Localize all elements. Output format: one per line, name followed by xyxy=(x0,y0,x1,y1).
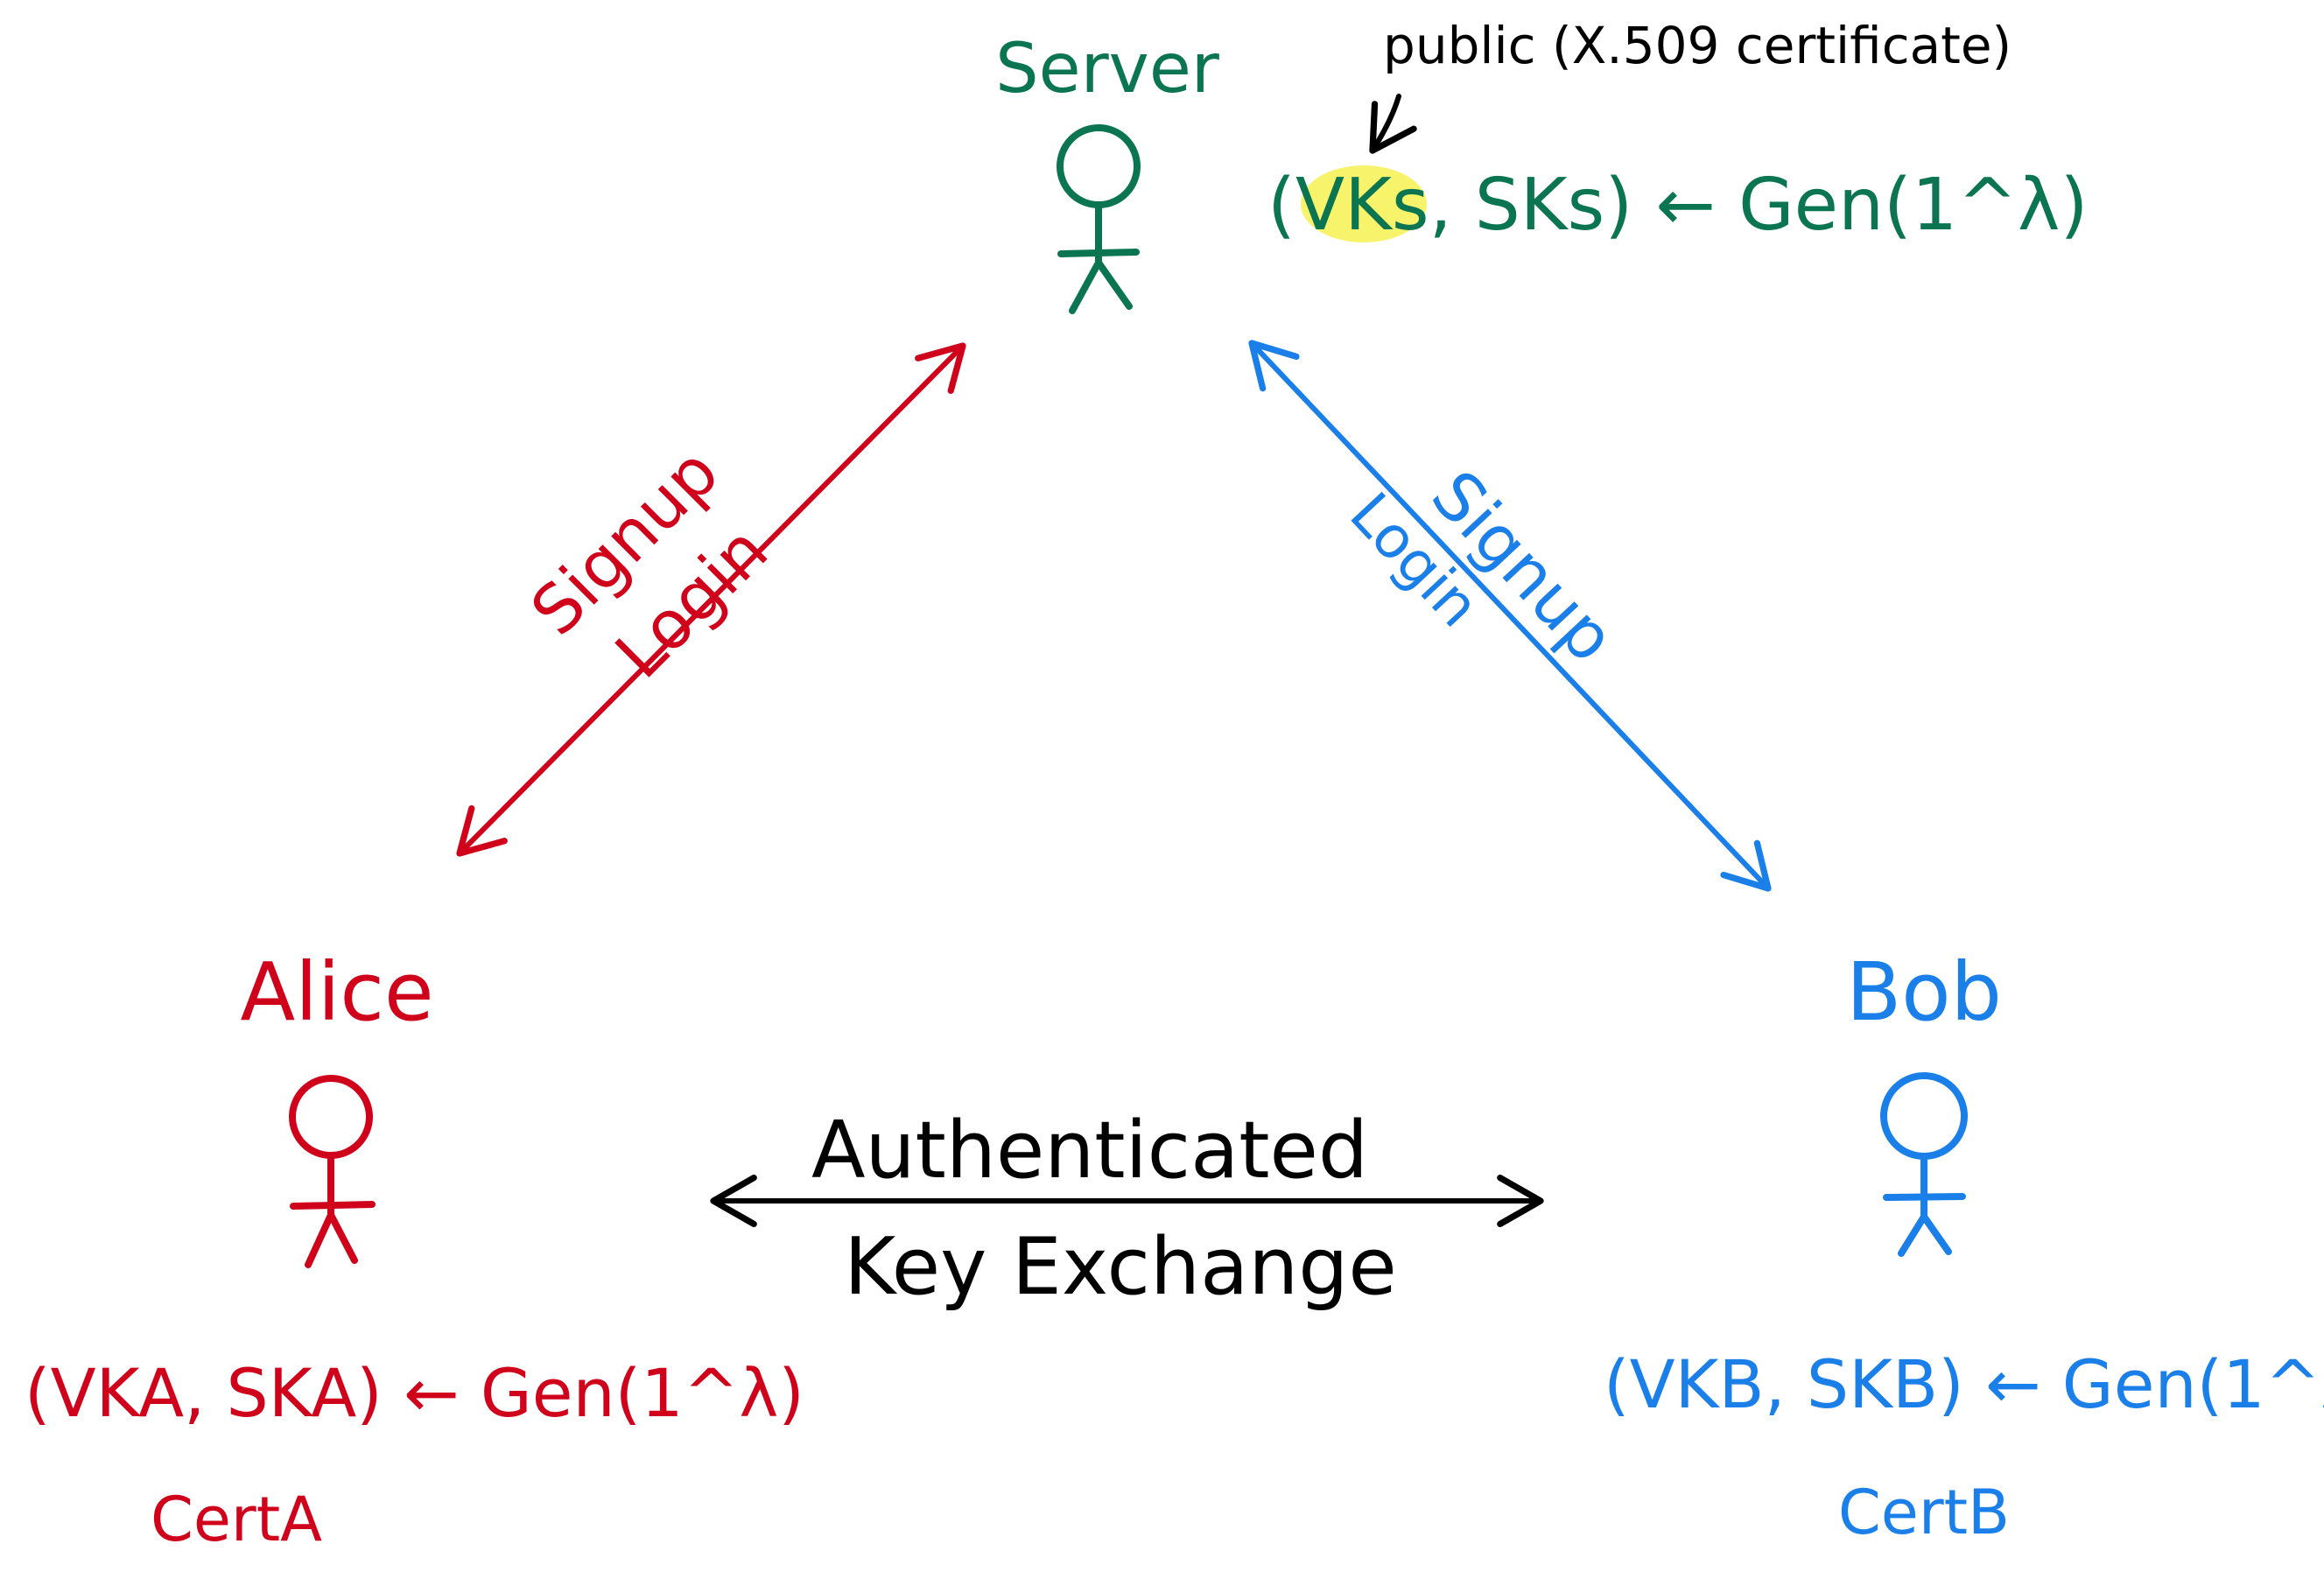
alice-stick-figure-icon xyxy=(289,1075,376,1268)
bob-stick-figure-icon xyxy=(1880,1072,1968,1257)
alice-name: Alice xyxy=(240,945,433,1039)
server-stick-figure-icon xyxy=(1057,124,1141,314)
bob-server-arrow xyxy=(1248,340,1772,892)
annotation-pointer-arrow xyxy=(1369,94,1417,154)
alice-server-arrow xyxy=(456,342,966,857)
key-exchange-line1: Authenticated xyxy=(811,1105,1368,1197)
server-keygen: (VKs, SKs) ← Gen(1^λ) xyxy=(1267,164,2088,247)
bob-name: Bob xyxy=(1846,945,2002,1039)
bob-server-link: Signup Login xyxy=(1248,340,1772,892)
bob-certificate: CertB xyxy=(1838,1477,2010,1548)
alice-keygen: (VKA, SKA) ← Gen(1^λ) xyxy=(25,1354,804,1432)
bob-keygen: (VKB, SKB) ← Gen(1^λ) xyxy=(1604,1345,2324,1423)
verification-key-highlight xyxy=(1301,165,1427,242)
server-verification-key: VKs xyxy=(1295,164,1429,247)
server-name: Server xyxy=(995,30,1220,109)
server-node: Server public (X.509 certificate) (VKs, … xyxy=(995,16,2088,314)
alice-certificate: CertA xyxy=(151,1484,322,1555)
server-public-annotation: public (X.509 certificate) xyxy=(1383,16,2012,75)
key-exchange-line2: Key Exchange xyxy=(844,1221,1397,1313)
key-exchange-link: Authenticated Key Exchange xyxy=(710,1105,1544,1313)
alice-node: Alice (VKA, SKA) ← Gen(1^λ) CertA xyxy=(25,945,804,1555)
bob-node: Bob (VKB, SKB) ← Gen(1^λ) CertB xyxy=(1604,945,2324,1548)
alice-server-link: Signup Login xyxy=(456,342,966,857)
